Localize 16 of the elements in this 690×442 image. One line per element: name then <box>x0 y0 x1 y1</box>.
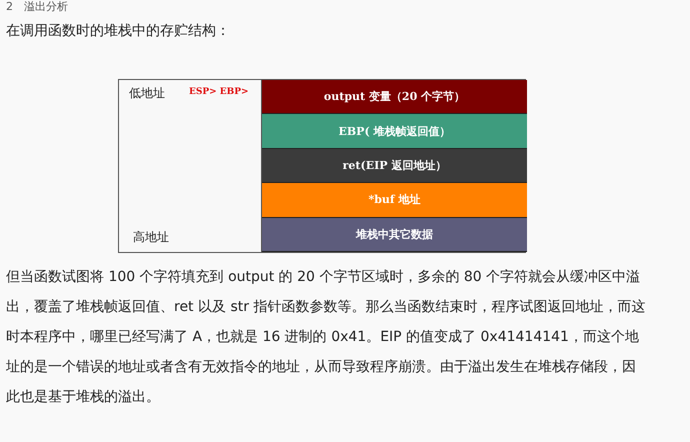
stack-cell <box>262 148 527 184</box>
cell-text: ret(EIP 返回地址） <box>342 158 446 173</box>
cell-text: EBP( 堆栈帧返回值） <box>338 124 450 139</box>
address-label: 低地址 <box>129 85 165 102</box>
cell-text: *buf 地址 <box>368 192 420 208</box>
stack-cell <box>262 183 527 218</box>
stack-cell <box>262 218 527 252</box>
section-heading: 2 溢出分析 <box>6 0 68 13</box>
body-paragraph: 但当函数试图将 100 个字符填充到 output 的 20 个字节区域时，多余的 80 个字符就会从缓冲区中溢出，覆盖了堆栈帧返回值、ret 以及 str 指针函数参数等。那么当函数结束时，程序试图返回地址，而这时本程序中，哪里已经写满了 A，也就是 16 进制的 0x41。EIP 的值变成了 0x41414141，而这个地址的是一个错误的地址或者含有无效指令的地址，从而导致程序崩溃。由于溢出发生在堆栈存储段，因此也是基于堆栈的溢出。 <box>6 268 646 407</box>
stack-cell <box>262 80 527 114</box>
intro-text: 在调用函数时的堆栈中的存贮结构： <box>6 22 230 40</box>
cell-text: 堆栈中其它数据 <box>356 226 433 242</box>
cell-text: output 变量（20 个字节） <box>324 89 466 104</box>
pointer-label: ESP> EBP> <box>189 87 249 97</box>
address-label: 高地址 <box>133 229 169 246</box>
stack-cell <box>262 114 527 149</box>
